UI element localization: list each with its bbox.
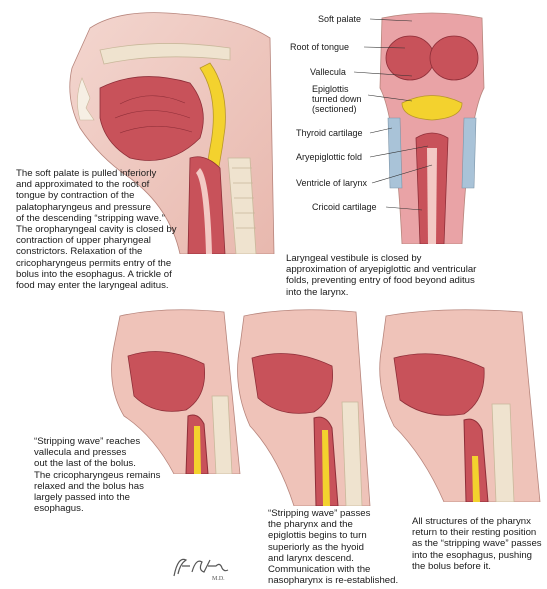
label-root-of-tongue: Root of tongue [290,42,350,52]
caption-bottom-right: All structures of the pharynx return to … [412,516,542,572]
svg-text:M.D.: M.D. [212,576,225,582]
sagittal-section-bottom-middle [230,306,380,506]
caption-bottom-left: “Stripping wave” reaches vallecula and p… [34,436,161,515]
caption-bottom-middle: “Stripping wave” passes the pharynx and … [268,508,399,587]
sagittal-section-bottom-left [104,306,244,474]
leader-lines [353,18,433,211]
sagittal-illustration-3 [237,309,371,506]
label-aryepiglottic-fold: Aryepiglottic fold [296,152,363,162]
signature-icon: M.D. [173,558,229,582]
label-thyroid-cartilage: Thyroid cartilage [296,128,363,138]
netter-signature: M.D. [168,550,232,582]
label-ventricle-of-larynx: Ventricle of larynx [296,178,368,188]
label-epiglottis: Epiglottis turned down (sectioned) [312,84,362,114]
sagittal-section-top-left [60,8,278,254]
sagittal-section-bottom-right [372,306,544,502]
sagittal-illustration [69,12,275,254]
larynx-illustration [379,12,485,244]
sagittal-illustration-2 [111,309,241,474]
label-vallecula: Vallecula [310,67,346,77]
posterior-view-top-right [372,8,492,244]
sagittal-illustration-4 [379,309,541,502]
label-cricoid-cartilage: Cricoid cartilage [312,202,377,212]
caption-top-right: Laryngeal vestibule is closed by approxi… [286,253,477,298]
caption-top-left: The soft palate is pulled inferiorly and… [16,168,177,292]
label-soft-palate: Soft palate [318,14,362,24]
